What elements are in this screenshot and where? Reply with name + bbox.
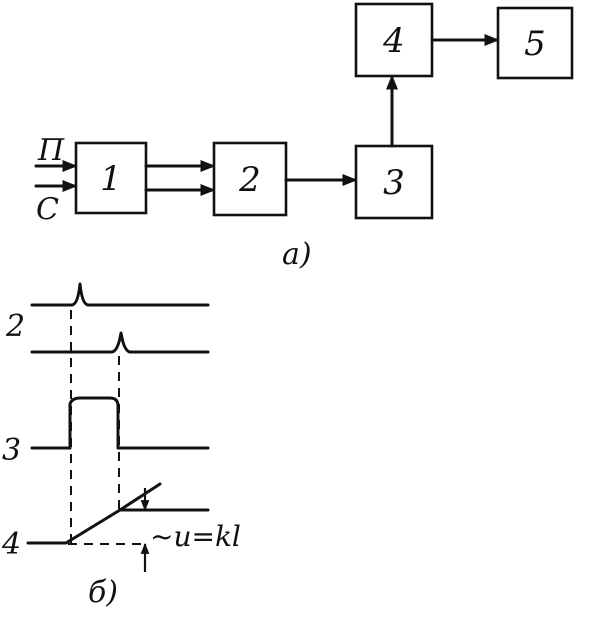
block-3: [354, 144, 434, 220]
gate-pulse-trace: [30, 396, 210, 450]
row-label-gate: 3: [2, 433, 21, 468]
row-label-pulses: 2: [5, 309, 25, 344]
input-label-bottom: С: [36, 192, 59, 227]
caption-a: а): [282, 237, 312, 272]
block-5: [496, 6, 574, 80]
block-1-label: 1: [100, 159, 122, 199]
block-4: [354, 2, 434, 78]
start-pulse-trace: [30, 282, 210, 307]
block-3-label: 3: [383, 163, 405, 203]
block-1: [74, 141, 148, 215]
block-2-label: 2: [238, 160, 261, 200]
amplitude-formula: ~u=kl: [150, 520, 241, 553]
row-label-ramp: 4: [1, 527, 21, 562]
block-2: [212, 141, 288, 217]
ramp-extension-trace: [118, 482, 162, 512]
caption-b: б): [88, 575, 118, 610]
stop-pulse-trace: [30, 331, 210, 354]
block-4-label: 4: [382, 21, 405, 61]
block-diagram: П С 1 2 3 4 5 а): [34, 2, 574, 272]
timing-diagram: 2 3 4 ~u=kl б): [1, 282, 241, 610]
input-label-top: П: [37, 133, 65, 168]
block-5-label: 5: [524, 24, 546, 64]
